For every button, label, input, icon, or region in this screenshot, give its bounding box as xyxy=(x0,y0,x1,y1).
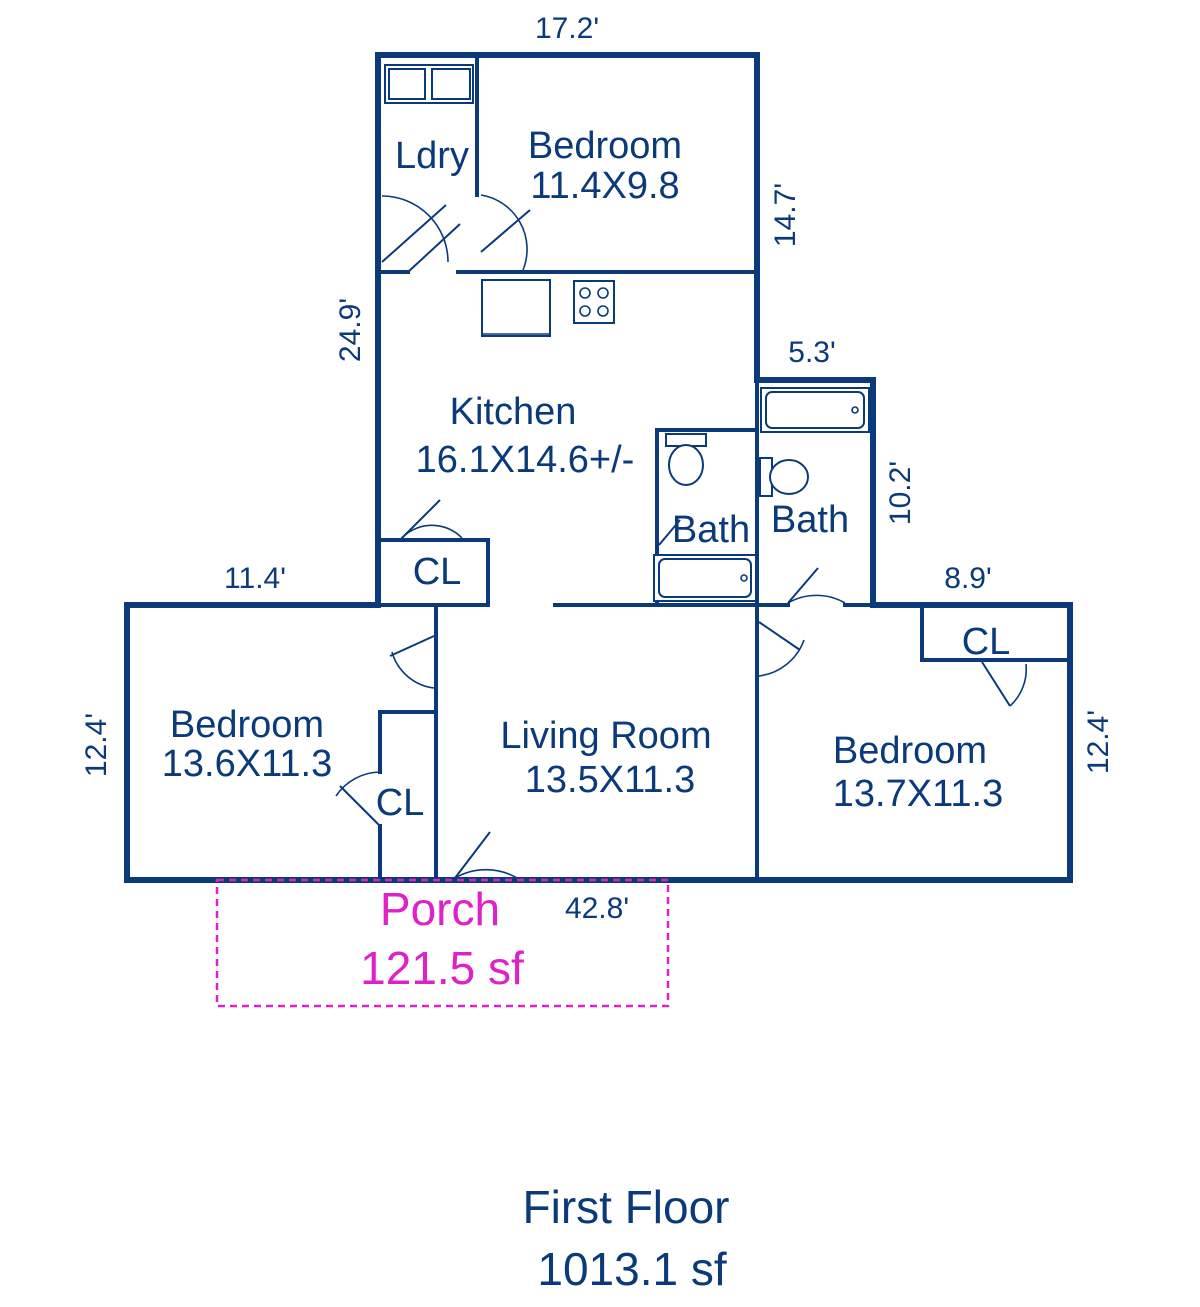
porch-area: 121.5 sf xyxy=(360,942,524,994)
kitchen-label: Kitchen xyxy=(450,391,577,433)
bath-left-label: Bath xyxy=(672,509,750,551)
dim-right-wing-width: 8.9' xyxy=(944,562,991,595)
closet-right-label: CL xyxy=(962,621,1011,663)
dim-upper-right-depth: 14.7' xyxy=(769,183,802,247)
bedroom-right-label: Bedroom xyxy=(833,730,987,772)
door-swing-icon xyxy=(335,194,1028,879)
closet-kitchen-label: CL xyxy=(413,551,462,593)
bedroom-right-size: 13.7X11.3 xyxy=(833,773,1003,815)
bedroom-left-label: Bedroom xyxy=(170,704,324,746)
dim-bath-depth: 10.2' xyxy=(884,461,917,525)
bedroom-top-label: Bedroom xyxy=(528,125,682,167)
bedroom-top-size: 11.4X9.8 xyxy=(530,165,679,207)
dim-right-wing-depth: 12.4' xyxy=(1082,710,1115,774)
dim-top-width: 17.2' xyxy=(535,12,599,45)
laundry-label: Ldry xyxy=(395,135,469,177)
kitchen-size: 16.1X14.6+/- xyxy=(416,439,635,481)
stove-icon xyxy=(573,280,615,324)
bath-right-label: Bath xyxy=(771,499,849,541)
living-room-size: 13.5X11.3 xyxy=(525,759,695,801)
dim-bath-width: 5.3' xyxy=(788,336,835,369)
living-room-label: Living Room xyxy=(500,715,711,757)
dim-left-wing-width: 11.4' xyxy=(224,562,286,595)
bathtub-icon xyxy=(760,387,870,433)
porch-label: Porch xyxy=(380,883,500,935)
floor-area: 1013.1 sf xyxy=(537,1243,726,1295)
toilet-icon xyxy=(665,433,707,486)
floor-name: First Floor xyxy=(523,1181,730,1233)
washer-dryer-icon xyxy=(384,64,474,104)
sink-icon xyxy=(481,279,551,337)
exterior-walls xyxy=(124,52,1073,883)
toilet-icon xyxy=(759,457,809,497)
dim-upper-left-depth: 24.9' xyxy=(334,298,367,362)
closet-left-label: CL xyxy=(376,782,425,824)
bathtub-icon xyxy=(653,554,757,602)
dim-left-wing-depth: 12.4' xyxy=(80,713,113,777)
dim-total-width: 42.8' xyxy=(565,892,629,925)
bedroom-left-size: 13.6X11.3 xyxy=(162,743,332,785)
interior-walls xyxy=(376,56,1068,882)
